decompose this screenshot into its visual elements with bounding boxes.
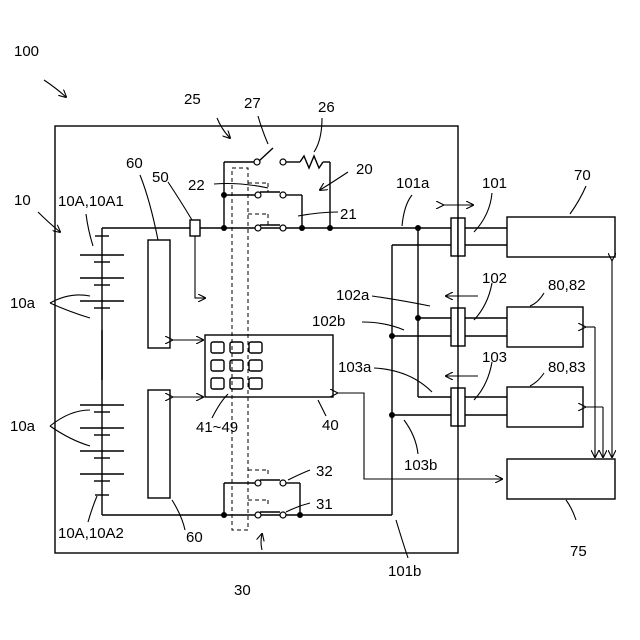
monitor-unit-upper [148,240,170,348]
negative-relay-group [221,480,303,518]
label-current-sensor: 50 [152,169,169,186]
label-load-70: 70 [574,167,591,184]
label-monitor-60-bottom: 60 [186,529,203,546]
label-connector-102: 102 [482,270,507,287]
load-80-82 [507,307,583,347]
label-battery-lower: 10A,10A2 [58,525,124,542]
label-monitor-60-top: 60 [126,155,143,172]
label-neg-relay-group: 30 [234,582,251,599]
label-battery: 10 [14,192,31,209]
label-relay-31: 31 [316,496,333,513]
label-junction-block: 25 [184,91,201,108]
load-80-83 [507,387,583,427]
label-relay-32: 32 [316,463,333,480]
label-cells-upper: 10a [10,295,36,312]
label-controller: 40 [322,417,339,434]
label-relay-22: 22 [188,177,205,194]
label-line-101b: 101b [388,563,421,580]
battery-stack [80,228,124,515]
connector-103 [446,376,507,426]
label-connector-101: 101 [482,175,507,192]
label-cells-lower: 10a [10,418,36,435]
load-70 [507,217,615,257]
label-battery-upper: 10A,10A1 [58,193,124,210]
current-sensor [190,220,200,236]
label-line-102a: 102a [336,287,370,304]
sub-controller-grid [211,342,262,389]
label-load-80-82: 80,82 [548,277,586,294]
connector-102 [446,296,507,346]
label-line-101a: 101a [396,175,430,192]
label-line-102b: 102b [312,313,345,330]
label-precharge-switch: 27 [244,95,261,112]
ecu-75 [507,459,615,499]
label-main-relay-group: 20 [356,161,373,178]
label-load-80-83: 80,83 [548,359,586,376]
label-connector-103: 103 [482,349,507,366]
label-ecu-75: 75 [570,543,587,560]
monitor-unit-lower [148,390,170,498]
label-line-103a: 103a [338,359,372,376]
label-resistor: 26 [318,99,335,116]
label-relay-21: 21 [340,206,357,223]
label-line-103b: 103b [404,457,437,474]
label-sub-controllers: 41~49 [196,419,238,436]
label-system: 100 [14,43,39,60]
